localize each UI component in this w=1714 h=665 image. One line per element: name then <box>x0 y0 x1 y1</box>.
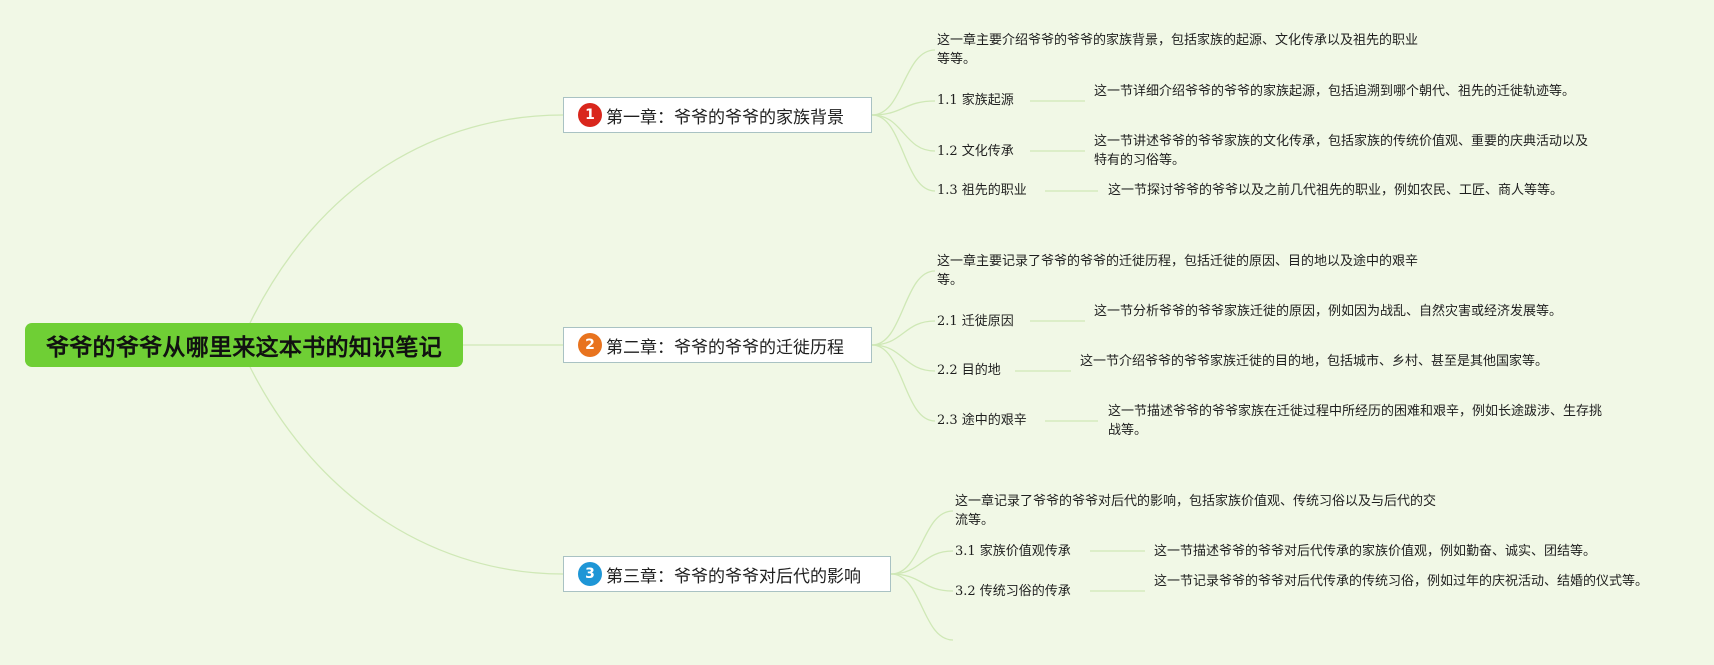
root-topic[interactable]: 爷爷的爷爷从哪里来这本书的知识笔记 <box>25 323 463 367</box>
chapter-2-branch-line-3 <box>871 344 936 372</box>
chapter-3-branch-line-3 <box>890 573 954 592</box>
chapter-2-branch-line-2 <box>871 320 936 346</box>
section-2-2-desc[interactable]: 这一节介绍爷爷的爷爷家族迁徙的目的地，包括城市、乡村、甚至是其他国家等。 <box>1080 354 1549 369</box>
chapter-3-branch-line-2 <box>890 550 954 575</box>
chapter-3-intro[interactable]: 这一章记录了爷爷的爷爷对后代的影响，包括家族价值观、传统习俗以及与后代的交流等。 <box>955 494 1437 528</box>
section-3-2-desc[interactable]: 这一节记录爷爷的爷爷对后代传承的传统习俗，例如过年的庆祝活动、结婚的仪式等。 <box>1154 574 1649 589</box>
chapter-1-branch-line-3 <box>871 114 936 152</box>
section-1-3-label[interactable]: 1.3 祖先的职业 <box>937 183 1027 198</box>
chapter-2-branch-line-1 <box>871 270 936 346</box>
chapter-1-number-badge: 1 <box>578 103 602 127</box>
chapter-1-branch-line-2 <box>871 100 936 116</box>
section-3-1-label[interactable]: 3.1 家族价值观传承 <box>955 544 1071 559</box>
section-2-1-desc[interactable]: 这一节分析爷爷的爷爷家族迁徙的原因，例如因为战乱、自然灾害或经济发展等。 <box>1094 304 1563 319</box>
chapter-3-number-badge: 3 <box>578 562 602 586</box>
chapter-3-title: 第三章：爷爷的爷爷对后代的影响 <box>606 566 861 587</box>
section-3-2-label[interactable]: 3.2 传统习俗的传承 <box>955 584 1071 599</box>
section-2-3-label[interactable]: 2.3 途中的艰辛 <box>937 413 1027 428</box>
chapter-3-topic[interactable]: 3 第三章：爷爷的爷爷对后代的影响 <box>563 556 891 592</box>
section-1-2-desc[interactable]: 这一节讲述爷爷的爷爷家族的文化传承，包括家族的传统价值观、重要的庆典活动以及特有… <box>1094 134 1589 168</box>
chapter-1-topic[interactable]: 1 第一章：爷爷的爷爷的家族背景 <box>563 97 872 133</box>
chapter-3-branch-line-1 <box>890 510 954 575</box>
root-to-chapter-1-line <box>249 114 564 324</box>
chapter-2-branch-line-4 <box>871 344 936 422</box>
chapter-3-branch-line-4 <box>890 573 954 641</box>
section-1-1-desc[interactable]: 这一节详细介绍爷爷的爷爷的家族起源，包括追溯到哪个朝代、祖先的迁徙轨迹等。 <box>1094 84 1576 99</box>
section-3-1-desc[interactable]: 这一节描述爷爷的爷爷对后代传承的家族价值观，例如勤奋、诚实、团结等。 <box>1154 544 1597 559</box>
root-title: 爷爷的爷爷从哪里来这本书的知识笔记 <box>45 335 443 361</box>
chapter-1-title: 第一章：爷爷的爷爷的家族背景 <box>606 107 844 128</box>
section-2-2-label[interactable]: 2.2 目的地 <box>937 363 1001 378</box>
section-2-1-label[interactable]: 2.1 迁徙原因 <box>937 314 1014 329</box>
section-2-3-desc[interactable]: 这一节描述爷爷的爷爷家族在迁徙过程中所经历的困难和艰辛，例如长途跋涉、生存挑战等… <box>1108 404 1603 438</box>
chapter-1-branch-line-4 <box>871 114 936 192</box>
section-1-1-label[interactable]: 1.1 家族起源 <box>937 93 1014 108</box>
section-1-2-label[interactable]: 1.2 文化传承 <box>937 144 1014 159</box>
chapter-2-topic[interactable]: 2 第二章：爷爷的爷爷的迁徙历程 <box>563 327 872 363</box>
section-1-3-desc[interactable]: 这一节探讨爷爷的爷爷以及之前几代祖先的职业，例如农民、工匠、商人等等。 <box>1108 183 1564 198</box>
root-to-chapter-3-line <box>249 366 564 575</box>
chapter-1-intro[interactable]: 这一章主要介绍爷爷的爷爷的家族背景，包括家族的起源、文化传承以及祖先的职业等等。 <box>937 33 1419 67</box>
chapter-2-intro[interactable]: 这一章主要记录了爷爷的爷爷的迁徙历程，包括迁徙的原因、目的地以及途中的艰辛等。 <box>937 254 1419 288</box>
chapter-1-branch-line-1 <box>871 49 936 116</box>
chapter-2-number-badge: 2 <box>578 333 602 357</box>
chapter-2-title: 第二章：爷爷的爷爷的迁徙历程 <box>606 337 844 358</box>
